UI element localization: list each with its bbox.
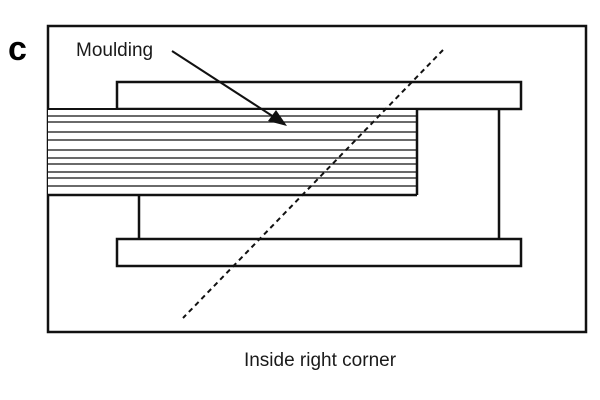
moulding-label: Moulding [76, 40, 153, 61]
panel-letter: c [8, 30, 27, 68]
top-board [115, 80, 523, 111]
moulding-strip [48, 108, 419, 197]
figure-caption: Inside right corner [244, 350, 397, 371]
leader-arrow-icon [171, 50, 287, 126]
bottom-board [115, 237, 523, 268]
